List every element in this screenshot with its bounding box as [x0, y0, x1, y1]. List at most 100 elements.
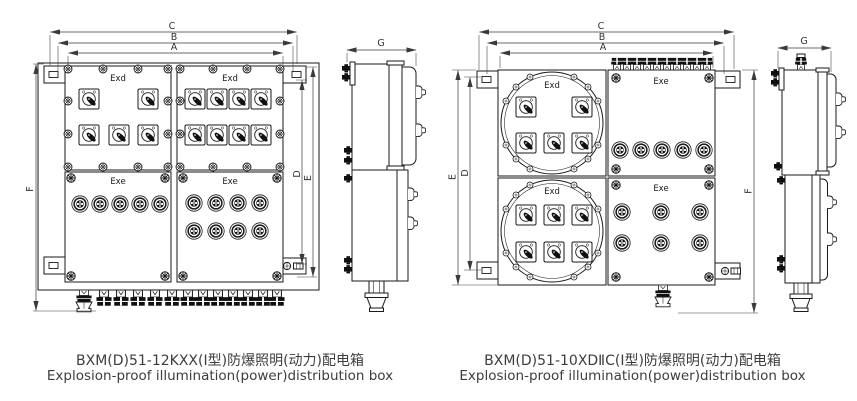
clamp-bolt-icon — [774, 162, 782, 171]
push-button-icon — [652, 234, 670, 252]
side-cover-lower — [396, 169, 409, 282]
corner-bolt-icon — [272, 173, 282, 183]
side-bump — [407, 216, 418, 231]
fig1-exe-left-panel: Exe — [64, 171, 172, 283]
mounting-bracket — [349, 61, 356, 86]
fig2-exe-top-content: Exe — [611, 73, 714, 174]
cover-bolt-icon — [502, 205, 510, 213]
cable-gland-icon — [700, 57, 714, 71]
cable-gland-icon — [129, 289, 147, 307]
cable-gland-icon — [254, 289, 272, 307]
dim-label-a: A — [600, 42, 607, 53]
rotary-switch-icon — [543, 132, 565, 154]
mounting-bracket — [778, 67, 785, 91]
figure-2-model-name-en: Explosion-proof illumination(power)distr… — [459, 368, 806, 385]
rotary-switch-icon — [515, 241, 537, 263]
panel-bolt-icon — [208, 162, 218, 172]
breather-valve-icon — [654, 284, 672, 308]
side-bump — [826, 232, 837, 247]
panel-bolt-icon — [98, 64, 108, 74]
clamp-bolt-icon — [344, 256, 352, 265]
cable-gland-icon — [209, 289, 227, 307]
mounting-lug — [713, 70, 741, 89]
side-cover-lower — [811, 174, 821, 284]
panel-bolt-icon — [163, 129, 173, 139]
rotary-switch-icon — [228, 124, 250, 146]
side-bump — [835, 92, 846, 107]
dim-label-c: C — [169, 21, 176, 32]
corner-bolt-icon — [704, 272, 714, 282]
rotary-switch-icon — [250, 88, 272, 110]
clamp-bolt-icon — [777, 255, 785, 264]
cable-gland-icon — [146, 289, 164, 307]
clamp-bolt-icon — [344, 174, 352, 183]
extension-lines — [678, 69, 758, 314]
panel-bolt-icon — [175, 96, 185, 106]
cover-bolt-icon — [502, 141, 510, 149]
panel-cover — [64, 65, 172, 171]
rotary-switch-icon — [78, 124, 100, 146]
dim-label-f: F — [744, 188, 755, 193]
corner-bolt-icon — [160, 271, 170, 281]
clamp-bolt-icon — [777, 176, 785, 185]
push-button-icon — [691, 203, 709, 221]
fig1-side-view: G — [342, 38, 426, 312]
flange-cap — [815, 67, 830, 73]
side-body-lower — [351, 169, 398, 282]
clamp-bolt-icon — [344, 265, 352, 274]
side-body-upper — [781, 69, 819, 176]
panel-bolt-icon — [275, 96, 285, 106]
cover-bolt-icon — [526, 273, 534, 281]
cable-gland-icon — [620, 57, 634, 71]
dim-label-b: B — [599, 32, 606, 43]
panel-bolt-icon — [163, 162, 173, 172]
push-button-icon — [207, 222, 225, 240]
cable-gland-icon — [650, 57, 664, 71]
push-button-icon — [207, 194, 225, 212]
panel-label: Exd — [110, 74, 126, 84]
clamp-bolt-icon — [344, 156, 352, 165]
corner-bolt-icon — [66, 271, 76, 281]
corner-bolt-icon — [178, 271, 188, 281]
panel-bolt-icon — [275, 162, 285, 172]
fig2-exe-bottom-panel — [607, 177, 716, 286]
panel-bolt-icon — [133, 64, 143, 74]
figure-1-model-name-en: Explosion-proof illumination(power)distr… — [46, 368, 394, 385]
extension-lines — [33, 63, 96, 312]
push-button-icon — [131, 195, 149, 213]
cover-bolt-icon — [570, 181, 578, 189]
push-button-icon — [185, 194, 203, 212]
rotary-switch-icon — [206, 88, 228, 110]
panel-cover — [176, 65, 284, 171]
panel-bolt-icon — [208, 64, 218, 74]
dim-label-a: A — [171, 42, 178, 53]
panel-bolt-icon — [175, 162, 185, 172]
figure-1-caption: BXM(D)51-12KXX(I型)防爆照明(动力)配电箱 Explosion-… — [30, 353, 410, 385]
push-button-icon — [71, 195, 89, 213]
push-button-icon — [229, 222, 247, 240]
dim-label-f: F — [25, 186, 36, 191]
rotary-switch-icon — [543, 241, 565, 263]
cover-bolt-icon — [512, 155, 520, 163]
fig1-dimensions: C B A F D E — [25, 21, 317, 312]
cover-bolt-icon — [512, 83, 520, 91]
fig2-front-view: Exd Exe Exd Exe C B A E D F — [448, 21, 758, 314]
cable-gland-icon — [610, 57, 624, 71]
side-flange — [817, 69, 828, 176]
dim-label-g: G — [377, 38, 384, 49]
rotary-switch-icon — [108, 124, 130, 146]
rotary-switch-icon — [137, 88, 159, 110]
figure-1-model-name: BXM(D)51-12KXX(I型)防爆照明(动力)配电箱 — [76, 353, 364, 369]
cable-gland-icon — [179, 289, 197, 307]
dim-label-g: G — [800, 36, 807, 47]
cable-gland-icon — [680, 57, 694, 71]
dim-label-e: E — [303, 175, 314, 181]
cover-bolt-icon — [570, 73, 578, 81]
panel-label: Exd — [544, 187, 560, 197]
corner-bolt-icon — [611, 180, 621, 190]
push-button-icon — [151, 195, 169, 213]
push-button-icon — [691, 234, 709, 252]
cover-bolt-icon — [570, 273, 578, 281]
